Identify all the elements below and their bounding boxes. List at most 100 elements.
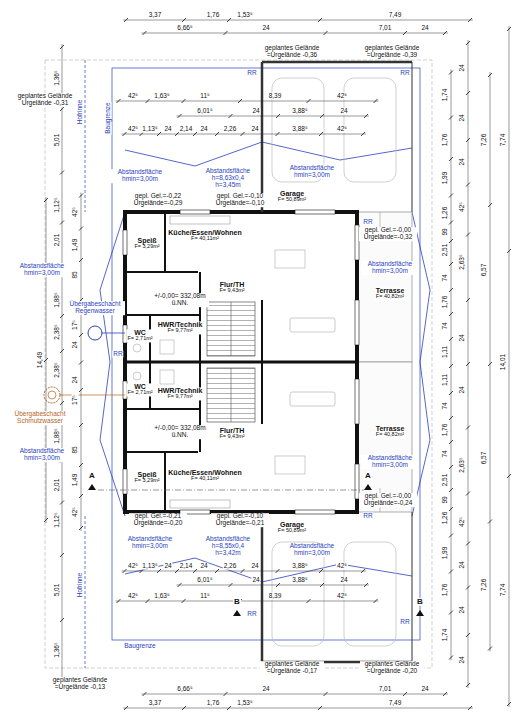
plan-line xyxy=(60,401,64,405)
plan-line xyxy=(319,569,323,573)
dimension: 42⁵ xyxy=(459,201,466,213)
dimension: 7,74 xyxy=(500,583,507,598)
room-name: Speiß xyxy=(134,237,159,244)
plan-line xyxy=(182,599,186,603)
room-area: F= 9,43m² xyxy=(219,435,244,441)
dimension: 24 xyxy=(163,563,172,570)
room-area: F= 3,29m² xyxy=(134,245,159,251)
dimension: 2,14 xyxy=(179,563,194,570)
plan-line xyxy=(229,114,233,118)
dimension: 1,36⁵ xyxy=(54,69,61,86)
plan-line xyxy=(364,114,368,118)
plan-line xyxy=(60,107,64,111)
plan-line xyxy=(233,610,241,616)
plan-line xyxy=(449,312,453,316)
room-label: WCF= 2,71m² xyxy=(126,329,153,342)
plan-line xyxy=(488,73,492,77)
dimension: 24 xyxy=(199,126,208,133)
dimension: 6,01⁵ xyxy=(196,577,213,584)
dimension: 14,49 xyxy=(37,351,44,369)
room-area: F= 9,77m² xyxy=(158,329,203,335)
plan-line xyxy=(143,31,147,35)
dimension: 1,76 xyxy=(206,12,221,19)
plan-line xyxy=(241,132,245,136)
plan-note: +/-0,00= 332,08m ü.NN. xyxy=(151,293,209,307)
room-label: HWR/TechnikF= 9,77m² xyxy=(157,387,204,400)
dimension: 24 xyxy=(339,108,348,115)
plan-line xyxy=(449,194,453,198)
plan-line xyxy=(123,20,473,21)
room-area: F= 2,71m² xyxy=(127,391,152,397)
dimension: 42⁵ xyxy=(127,126,139,133)
plan-line xyxy=(143,692,147,696)
dimension: 1,99 xyxy=(442,171,449,186)
plot-boundary xyxy=(45,60,432,668)
plan-line xyxy=(182,18,186,22)
dimension: 24 xyxy=(420,686,429,693)
setback-area xyxy=(100,142,430,582)
plan-line xyxy=(449,262,453,266)
dimension: 1,76 xyxy=(442,133,449,148)
plan-line xyxy=(178,583,182,587)
plan-line xyxy=(88,326,102,340)
plan-line xyxy=(229,583,233,587)
plan-note: geplantes Gelände Urgelände -0,31 xyxy=(14,93,76,107)
plan-line xyxy=(193,132,197,136)
plan-note: gepl. Gel.=-0,10 Urgelände=-0,21 xyxy=(211,513,269,527)
dimension: 7,49 xyxy=(388,12,403,19)
dimension: 14,01 xyxy=(500,353,507,371)
plan-line xyxy=(60,501,64,505)
dimension: 7,01 xyxy=(378,25,393,32)
dimension-lines xyxy=(44,18,511,710)
dimension: 2,63⁵ xyxy=(459,456,466,473)
plan-line xyxy=(488,520,492,524)
plan-line xyxy=(227,18,231,22)
dimension: Hofrinne xyxy=(77,572,84,599)
plan-line xyxy=(488,362,492,366)
plan-line xyxy=(140,569,144,573)
dimension: 24 xyxy=(459,655,466,664)
dimension: 5,01 xyxy=(54,133,61,148)
dimension: 7,74 xyxy=(500,133,507,148)
room-name: WC xyxy=(127,329,152,336)
plan-line xyxy=(466,233,470,237)
plan-note: Abstandsfläche hmin=3,00m xyxy=(361,455,419,469)
dimension: 1,76 xyxy=(442,423,449,438)
plan-line xyxy=(60,45,64,49)
dimension: 24 xyxy=(251,108,260,115)
dimension: 1,13⁵ xyxy=(141,563,158,570)
plan-line xyxy=(227,706,231,710)
room-area: F= 40,11m² xyxy=(168,477,241,483)
plan-line xyxy=(324,692,328,696)
plan-line xyxy=(79,258,83,262)
plan-line xyxy=(507,474,511,478)
plan-line xyxy=(416,610,424,616)
section-marker: B xyxy=(233,598,241,606)
dimension: 1,53⁵ xyxy=(236,12,253,19)
dimension: 24 xyxy=(459,333,466,342)
plan-line xyxy=(320,114,324,118)
dimension: 1,74 xyxy=(442,628,449,643)
dimension: 1,76 xyxy=(442,295,449,310)
plan-line xyxy=(509,26,510,707)
plan-line xyxy=(449,534,453,538)
room-area: F= 9,43m² xyxy=(219,289,244,295)
dimension: 24 xyxy=(250,563,259,570)
room-area: F= 40,82m² xyxy=(376,295,405,301)
dimension: 1,49 xyxy=(72,238,79,253)
dimension: 7,01 xyxy=(378,686,393,693)
plan-line xyxy=(318,706,322,710)
dimension: 1,76 xyxy=(442,583,449,598)
plan-note: Übergabeschacht Regenwasser xyxy=(65,301,125,315)
plan-note: Abstandsfläche hmin=3,00m xyxy=(15,448,69,462)
room-name: Garage xyxy=(278,190,306,197)
dimension: 85 xyxy=(72,445,79,454)
dimension: 11⁵ xyxy=(199,593,210,600)
room-area: F= 3,29m² xyxy=(134,479,159,485)
room-label: TerrasseF= 40,82m² xyxy=(375,287,406,300)
plan-note: Abstandsfläche hmin=3,00m xyxy=(110,169,170,183)
plan-line xyxy=(324,31,328,35)
plan-line xyxy=(449,337,453,341)
dimension: 42⁵ xyxy=(127,593,139,600)
room-area: F= 50,89m² xyxy=(278,198,306,204)
